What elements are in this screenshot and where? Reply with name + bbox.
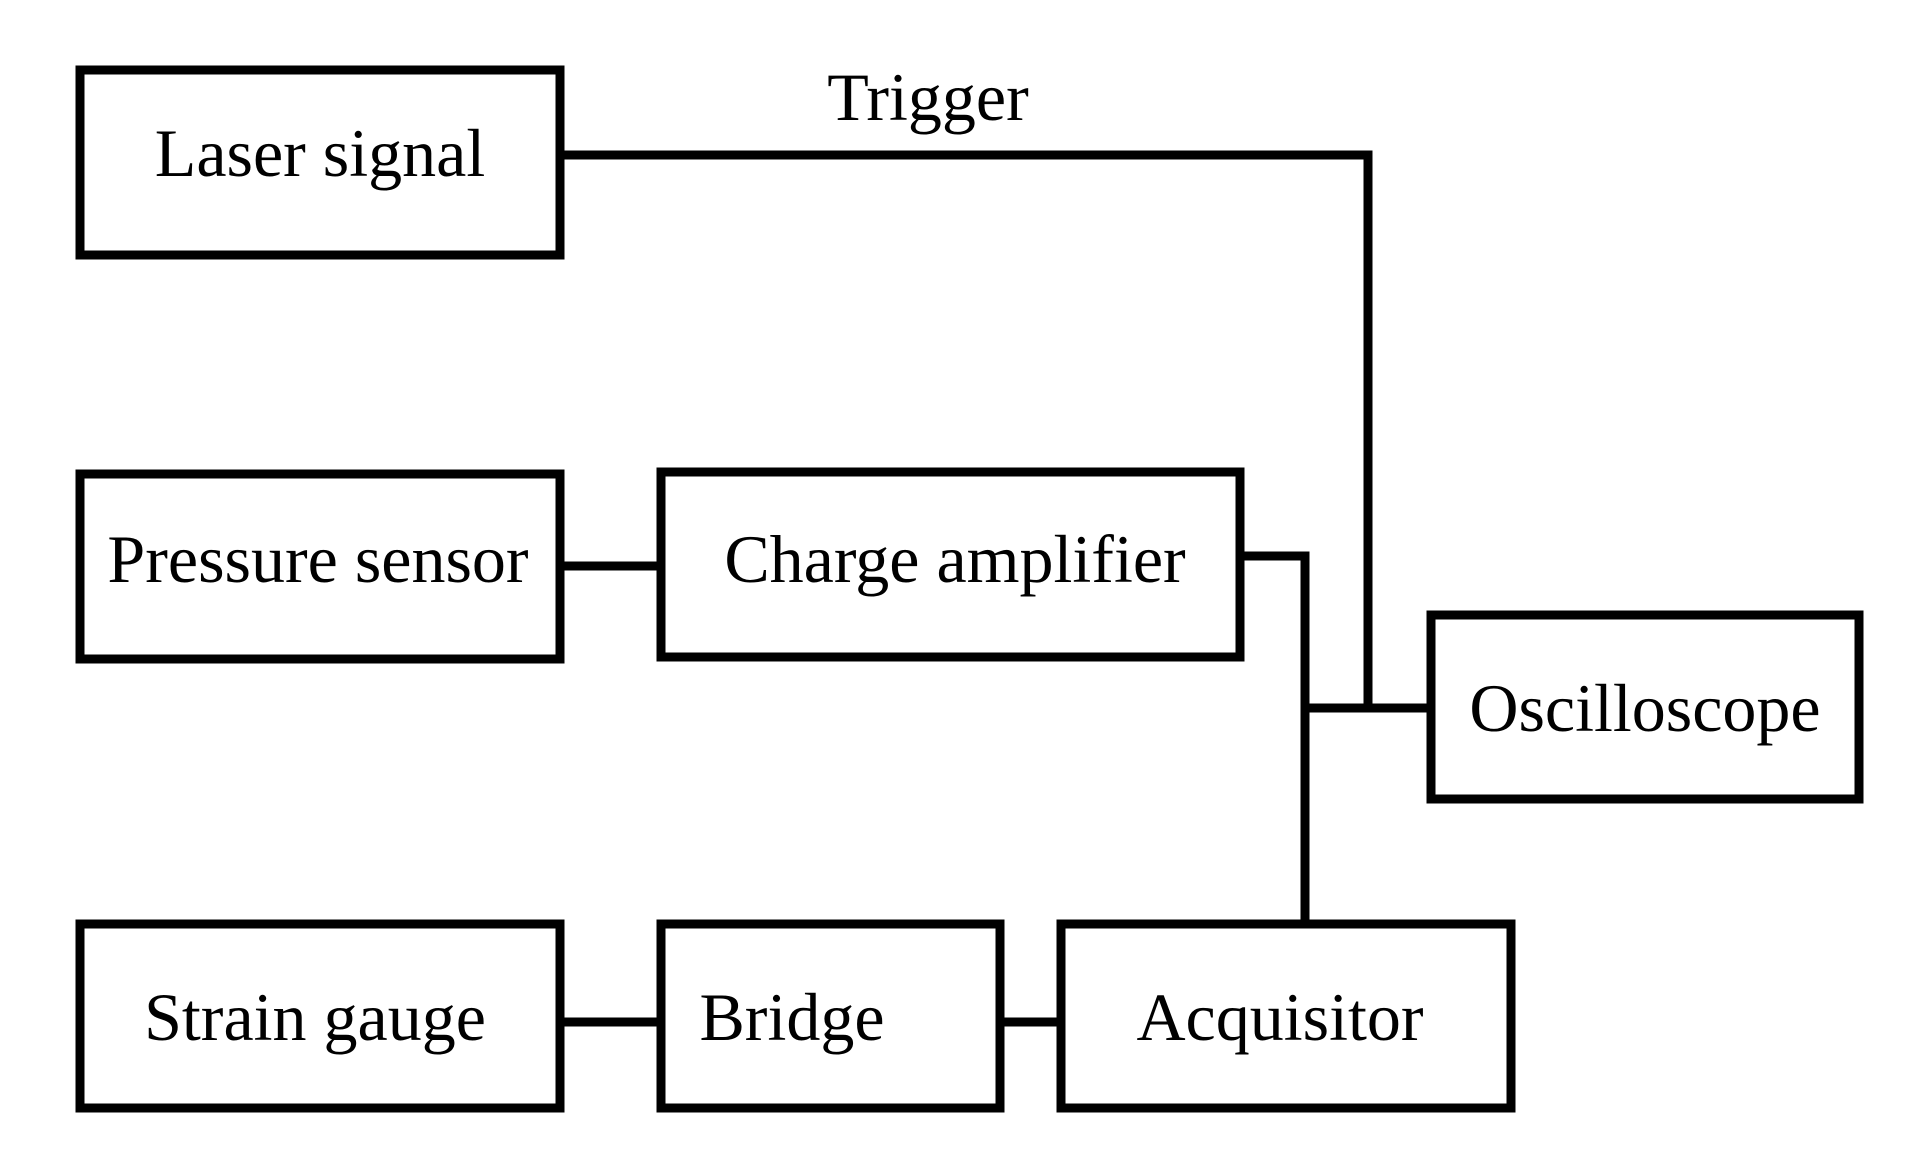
charge-to-junction-line xyxy=(1235,551,1310,925)
block-laser-signal: Laser signal xyxy=(75,65,565,260)
block-charge-amplifier: Charge amplifier xyxy=(656,467,1245,662)
block-oscilloscope: Oscilloscope xyxy=(1426,610,1864,804)
block-strain-gauge: Strain gauge xyxy=(75,919,565,1113)
strain-gauge-label: Strain gauge xyxy=(144,979,486,1055)
bridge-label: Bridge xyxy=(699,979,884,1055)
pressure-sensor-label: Pressure sensor xyxy=(107,521,529,597)
acquisitor-label: Acquisitor xyxy=(1136,979,1423,1055)
block-acquisitor: Acquisitor xyxy=(1056,919,1516,1113)
oscilloscope-label: Oscilloscope xyxy=(1469,670,1820,746)
laser-signal-label: Laser signal xyxy=(155,115,485,191)
trigger-line xyxy=(555,150,1373,713)
charge-amplifier-label: Charge amplifier xyxy=(724,521,1186,597)
trigger-label: Trigger xyxy=(827,59,1029,135)
block-bridge: Bridge xyxy=(656,919,1005,1113)
connections xyxy=(555,150,1436,1027)
block-pressure-sensor: Pressure sensor xyxy=(75,469,565,664)
